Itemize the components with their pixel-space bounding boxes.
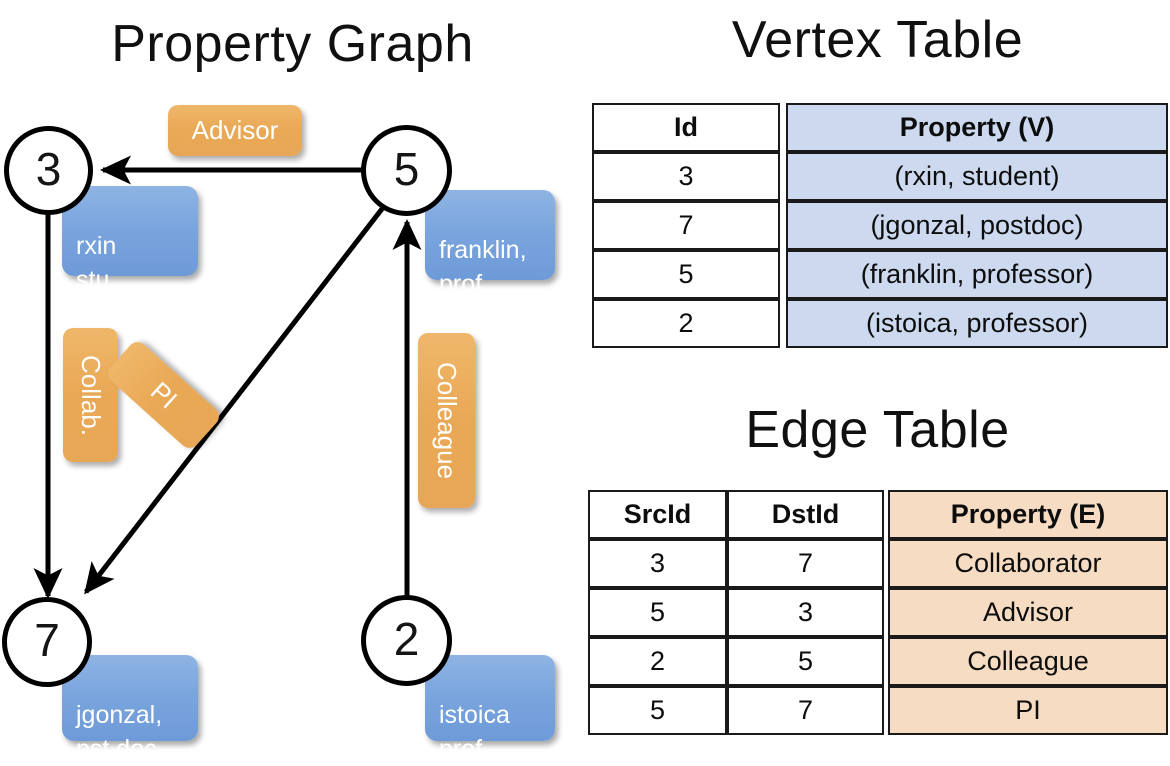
edge-cell-dstid: 3 — [727, 588, 884, 637]
edge-table-header-srcid: SrcId — [588, 490, 727, 539]
edge-label-advisor-text: Advisor — [191, 115, 279, 145]
vertex-cell-id: 7 — [592, 201, 780, 250]
vertex-cell-property: (istoica, professor) — [786, 299, 1168, 348]
table-row: 5 3 Advisor — [588, 588, 1168, 637]
vertex-node-7[interactable]: 7 — [2, 597, 92, 687]
edge-cell-srcid: 5 — [588, 588, 727, 637]
vertex-node-7-label: 7 — [34, 614, 60, 666]
vertex-property-text-5: franklin, prof. — [439, 235, 527, 298]
table-row: 3 (rxin, student) — [592, 152, 1168, 201]
vertex-property-text-7: jgonzal, pst.doc. — [76, 700, 164, 763]
table-row: 5 7 PI — [588, 686, 1168, 735]
edge-cell-srcid: 3 — [588, 539, 727, 588]
vertex-table-header-property: Property (V) — [786, 103, 1168, 152]
table-row: 5 (franklin, professor) — [592, 250, 1168, 299]
edge-5-to-7-pi — [84, 203, 387, 595]
edge-cell-property: Collaborator — [888, 539, 1168, 588]
table-row: 7 (jgonzal, postdoc) — [592, 201, 1168, 250]
page-title-property-graph: Property Graph — [111, 15, 474, 73]
vertex-node-2-label: 2 — [393, 612, 420, 665]
edge-label-advisor: Advisor — [168, 105, 302, 156]
property-graph-diagram: Advisor Collab. PI Colleague rxin stu. f… — [0, 0, 585, 763]
edge-table-header-dstid: DstId — [727, 490, 884, 539]
vertex-cell-property: (rxin, student) — [786, 152, 1168, 201]
vertex-property-box-2: istoica prof. — [425, 655, 555, 763]
graph-edges-svg — [33, 155, 422, 600]
edge-cell-dstid: 7 — [727, 539, 884, 588]
edge-table: SrcId DstId Property (E) 3 7 Collaborato… — [588, 490, 1168, 735]
vertex-property-box-5: franklin, prof. — [425, 190, 555, 298]
page-title-edge-table: Edge Table — [745, 401, 1010, 459]
vertex-node-5-label: 5 — [393, 142, 420, 195]
vertex-cell-id: 2 — [592, 299, 780, 348]
vertex-property-box-3: rxin stu. — [62, 186, 198, 294]
edge-cell-dstid: 7 — [727, 686, 884, 735]
vertex-node-2[interactable]: 2 — [361, 595, 452, 686]
vertex-table: Id Property (V) 3 (rxin, student) 7 (jgo… — [592, 103, 1168, 348]
edge-label-collab: Collab. — [63, 328, 118, 462]
edge-cell-srcid: 5 — [588, 686, 727, 735]
vertex-node-5[interactable]: 5 — [361, 125, 452, 216]
edge-label-colleague: Colleague — [418, 333, 475, 508]
edge-label-pi-text: PI — [144, 375, 183, 415]
edge-cell-srcid: 2 — [588, 637, 727, 686]
page-title-vertex-table: Vertex Table — [731, 11, 1024, 69]
vertex-cell-property: (franklin, professor) — [786, 250, 1168, 299]
vertex-table-header-row: Id Property (V) — [592, 103, 1168, 152]
vertex-cell-id: 5 — [592, 250, 780, 299]
edge-table-header-property: Property (E) — [888, 490, 1168, 539]
vertex-property-text-3: rxin stu. — [76, 231, 117, 294]
vertex-node-3[interactable]: 3 — [4, 126, 93, 215]
edge-cell-property: PI — [888, 686, 1168, 735]
table-row: 3 7 Collaborator — [588, 539, 1168, 588]
vertex-property-box-7: jgonzal, pst.doc. — [62, 655, 198, 763]
vertex-cell-property: (jgonzal, postdoc) — [786, 201, 1168, 250]
edge-label-collab-text: Collab. — [76, 354, 106, 436]
edge-cell-property: Advisor — [888, 588, 1168, 637]
vertex-cell-id: 3 — [592, 152, 780, 201]
edge-table-header-row: SrcId DstId Property (E) — [588, 490, 1168, 539]
vertex-property-text-2: istoica prof. — [439, 700, 510, 763]
edge-cell-dstid: 5 — [727, 637, 884, 686]
table-row: 2 5 Colleague — [588, 637, 1168, 686]
vertex-node-3-label: 3 — [35, 142, 62, 195]
edge-label-colleague-text: Colleague — [432, 361, 462, 480]
table-row: 2 (istoica, professor) — [592, 299, 1168, 348]
edge-cell-property: Colleague — [888, 637, 1168, 686]
vertex-table-header-id: Id — [592, 103, 780, 152]
